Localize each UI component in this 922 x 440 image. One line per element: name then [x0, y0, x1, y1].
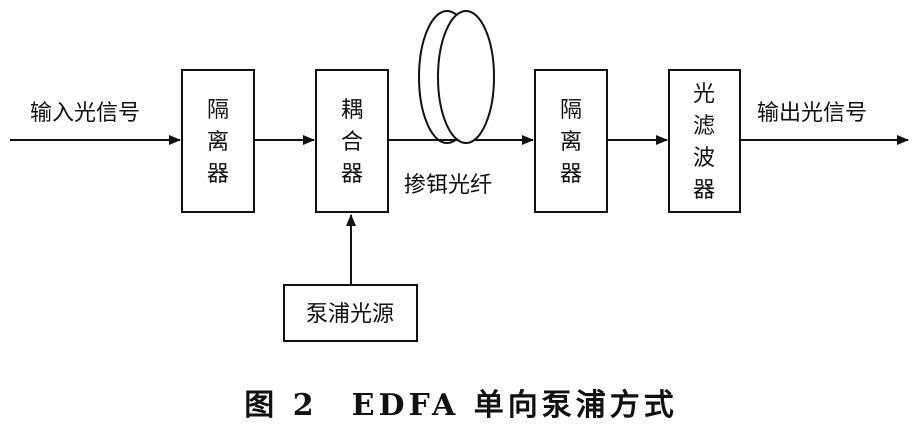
box-label-char: 器 [341, 162, 363, 187]
box-label-char: 合 [341, 130, 363, 155]
fiber-label: 掺铒光纤 [404, 173, 492, 198]
filter-box [668, 69, 741, 213]
isolator1-label: 隔离器 [207, 98, 229, 187]
box-label-char: 器 [207, 162, 229, 187]
box-label-char: 隔 [560, 98, 582, 123]
coupler-label: 耦合器 [341, 98, 363, 187]
isolator2-label: 隔离器 [560, 98, 582, 187]
pump-box [283, 284, 418, 342]
box-label-char: 离 [207, 130, 229, 155]
figure-caption: 图 2 EDFA 单向泵浦方式 [244, 388, 678, 423]
pump-label: 泵浦光源 [306, 302, 394, 327]
isolator1-box [181, 69, 255, 213]
isolator2-box [534, 69, 608, 213]
fiber-coil-loop-2 [437, 10, 495, 144]
box-label-char: 耦 [341, 98, 363, 123]
box-label-char: 器 [560, 162, 582, 187]
output-label: 输出光信号 [757, 101, 867, 126]
input-label: 输入光信号 [30, 101, 140, 126]
coupler-box [315, 69, 389, 213]
box-label-char: 器 [693, 178, 715, 203]
box-label-char: 光 [693, 82, 715, 107]
box-label-char: 波 [693, 146, 715, 171]
box-label-char: 隔 [207, 98, 229, 123]
box-label-char: 滤 [693, 114, 715, 139]
box-label-char: 离 [560, 130, 582, 155]
